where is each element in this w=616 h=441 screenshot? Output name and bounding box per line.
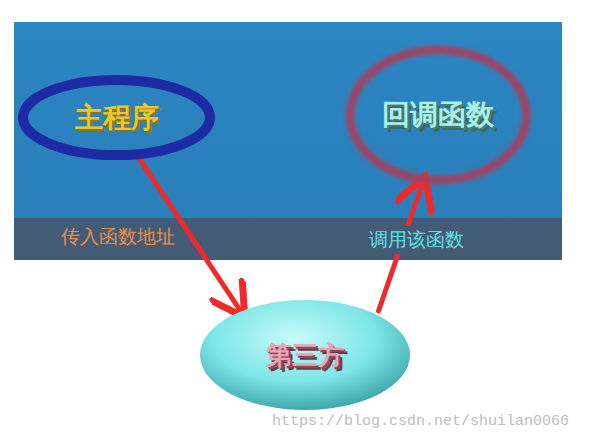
slate-band (14, 218, 562, 260)
node-label: 回调函数 (382, 96, 494, 134)
ellipse-node: 回调函数 (345, 45, 531, 185)
node-label: 第三方 (266, 338, 344, 373)
edge-label: 调用该函数 (366, 226, 467, 254)
edge-label: 传入函数地址 (58, 223, 178, 251)
ellipse-node: 第三方 (200, 300, 410, 410)
watermark: https://blog.csdn.net/shuilan0066 (272, 413, 569, 430)
node-label: 主程序 (75, 99, 159, 137)
ellipse-node: 主程序 (18, 75, 215, 160)
blue-panel (14, 22, 562, 218)
